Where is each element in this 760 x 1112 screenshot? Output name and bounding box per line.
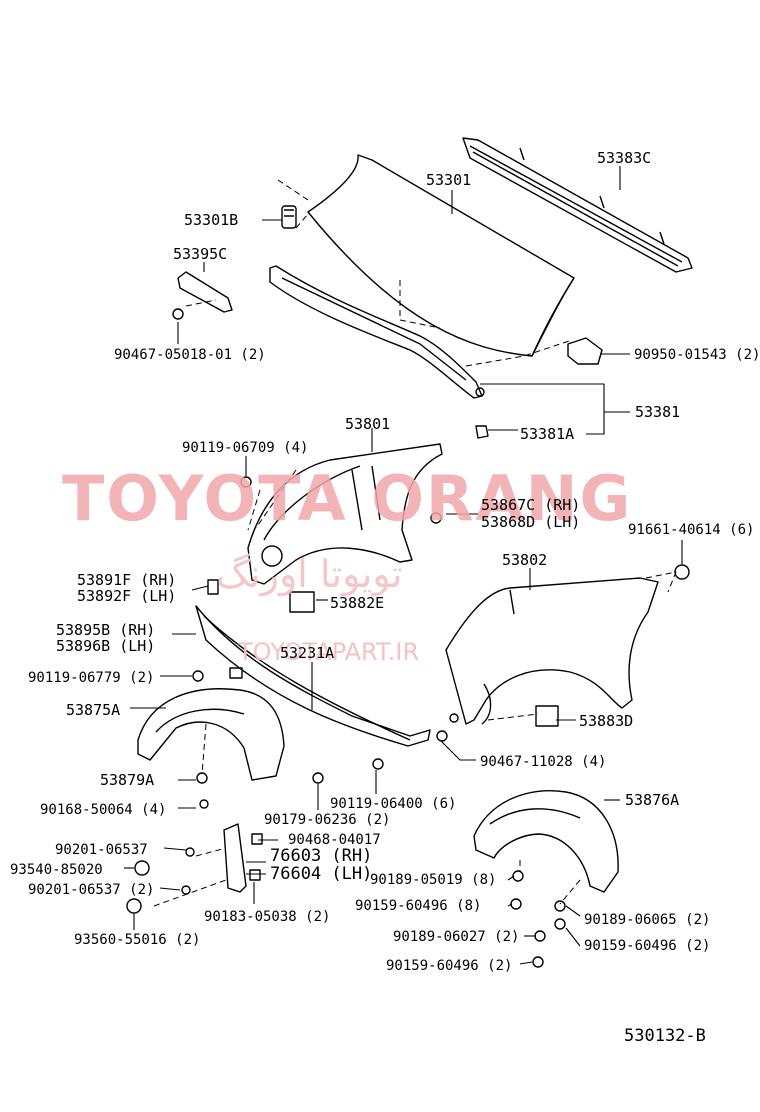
hood-stay-53395C [172, 271, 233, 320]
diagram-code: 530132-B [624, 1026, 706, 1046]
label-53868D: 53868D (LH) [481, 513, 581, 531]
label-90201-06537-b: 90201-06537 (2) [28, 882, 155, 898]
fender-liner-53801 [247, 443, 443, 585]
label-76604: 76604 (LH) [270, 864, 373, 884]
label-53895B: 53895B (RH) [56, 621, 156, 639]
label-53802: 53802 [502, 551, 548, 569]
label-93560-55016: 93560-55016 (2) [74, 932, 201, 948]
label-90159-60496-a: 90159-60496 (8) [355, 898, 482, 914]
label-76603: 76603 (RH) [270, 846, 373, 866]
hood-53301 [307, 154, 575, 357]
hood-bumper-53301B [281, 205, 297, 229]
clip-53381A [475, 387, 489, 439]
dashed-lines [153, 179, 677, 907]
mudguard-76603 [223, 823, 247, 893]
label-93540-85020: 93540-85020 [10, 862, 103, 878]
label-91661-40614: 91661-40614 (6) [628, 522, 755, 538]
label-90119-06779: 90119-06779 (2) [28, 670, 155, 686]
hood-reinforcement [269, 265, 483, 399]
small-fasteners [126, 476, 690, 968]
label-53381: 53381 [635, 403, 681, 421]
label-90168-50064: 90168-50064 (4) [40, 802, 167, 818]
label-53395C: 53395C [173, 245, 228, 263]
hood-lock-90950 [567, 337, 603, 365]
label-53882E: 53882E [330, 594, 385, 612]
label-53892F: 53892F (LH) [77, 587, 177, 605]
label-53381A: 53381A [520, 425, 575, 443]
leader-lines [124, 166, 683, 965]
label-53876A: 53876A [625, 791, 680, 809]
label-90189-06027: 90189-06027 (2) [393, 929, 520, 945]
label-53891F: 53891F (RH) [77, 571, 177, 589]
label-90159-60496-b: 90159-60496 (2) [584, 938, 711, 954]
label-53875A: 53875A [66, 701, 121, 719]
label-90950-01543: 90950-01543 (2) [634, 347, 760, 363]
label-53383C: 53383C [597, 149, 652, 167]
label-90159-60496-c: 90159-60496 (2) [386, 958, 513, 974]
label-53301: 53301 [426, 171, 472, 189]
splash-shield-53876A [473, 790, 619, 893]
watermark-title: TOYOTA ORANG [62, 462, 633, 535]
label-53879A: 53879A [100, 771, 155, 789]
label-90189-06065: 90189-06065 (2) [584, 912, 711, 928]
label-53896B: 53896B (LH) [56, 637, 156, 655]
grill-53231A [195, 605, 431, 747]
splash-shield-53875A [137, 688, 285, 781]
label-90119-06709: 90119-06709 (4) [182, 440, 309, 456]
label-90119-06400: 90119-06400 (6) [330, 796, 457, 812]
watermark-persian: تویوتا اورنگ [216, 552, 403, 596]
label-53231A: 53231A [280, 644, 335, 662]
label-90467-11028: 90467-11028 (4) [480, 754, 607, 770]
label-53301B: 53301B [184, 211, 239, 229]
label-90201-06537-a: 90201-06537 [55, 842, 148, 858]
fender-53802 [445, 577, 659, 725]
label-90467-05018: 90467-05018-01 (2) [114, 347, 266, 363]
label-90468-04017: 90468-04017 [288, 832, 381, 848]
label-90183-05038: 90183-05038 (2) [204, 909, 331, 925]
label-90179-06236: 90179-06236 (2) [264, 812, 391, 828]
watermark-url: TOYOTAPART.IR [238, 638, 420, 666]
label-53883D: 53883D [579, 712, 634, 730]
label-53867C: 53867C (RH) [481, 496, 581, 514]
label-53801: 53801 [345, 415, 391, 433]
hood-seal-53383C [462, 137, 693, 273]
label-90189-05019: 90189-05019 (8) [370, 872, 497, 888]
